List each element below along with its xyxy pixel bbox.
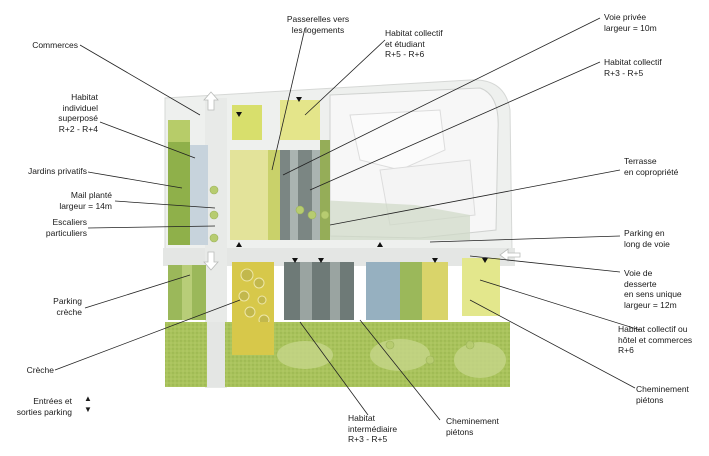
label-jardins-privatifs: Jardins privatifs [27,166,87,176]
label-mail-plante: Mail planté largeur = 14m [59,190,112,211]
label-parking-creche: Parking crèche [53,296,82,317]
label-cheminement-2: Cheminement piétons [446,416,499,437]
label-terrasse: Terrasse en copropriété [624,156,679,177]
parking-markers [236,97,488,263]
habitat-collectif-rows [230,140,330,240]
legend-down-triangle: ▼ [84,405,92,414]
commerces-block [232,105,262,140]
label-habitat-collectif-etudiant: Habitat collectif et étudiant R+5 - R+6 [385,28,443,59]
habitat-individuel-block [168,120,208,245]
label-habitat-collectif: Habitat collectif R+3 - R+5 [604,57,662,78]
habitat-etudiant-block [280,100,320,140]
label-voie-desserte: Voie de desserte en sens unique largeur … [624,268,682,310]
label-cheminement-1: Cheminement piétons [636,384,689,405]
label-passerelles: Passerelles vers les logements [286,14,350,35]
label-escaliers: Escaliers particuliers [45,217,87,238]
leader-lines [54,17,641,421]
label-voie-privee: Voie privée largeur = 10m [604,12,657,33]
label-habitat-individuel: Habitat individuel superposé R+2 - R+4 [58,92,98,134]
legend-up-triangle: ▲ [84,394,92,403]
label-entrees-sorties: Entrées et sorties parking [16,396,72,417]
label-commerces: Commerces [32,40,78,50]
trees [209,185,475,365]
lawn [165,322,510,387]
label-parking-voie: Parking en long de voie [624,228,670,249]
terrasse-area [320,200,470,240]
label-creche: Crèche [26,365,54,375]
label-habitat-intermediaire: Habitat intermédiaire R+3 - R+5 [348,413,398,444]
label-habitat-hotel: Habitat collectif ou hôtel et commerces … [618,324,693,355]
